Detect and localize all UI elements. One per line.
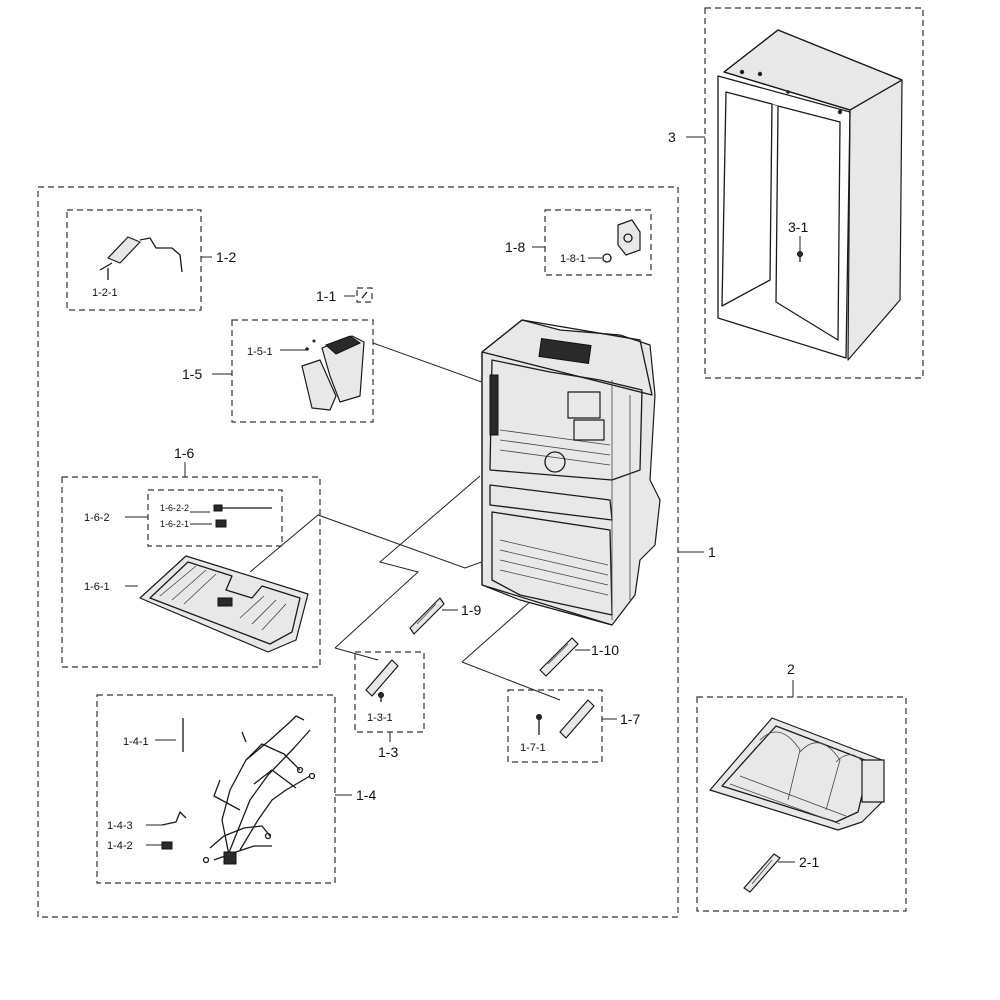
group-box-2 [696,696,907,912]
main-cabinet-part [481,319,661,626]
label-1-8: 1-8 [505,239,525,255]
group-box-3 [704,7,924,379]
part-3-outer-case [717,29,903,361]
label-1-8-1: 1-8-1 [560,253,586,265]
part-1-10-rail [539,637,579,677]
label-1-1: 1-1 [316,288,336,304]
part-1-8-bracket [602,219,641,263]
label-2: 2 [787,661,795,677]
label-1-6-2-1: 1-6-2-1 [160,519,189,529]
label-1-3: 1-3 [378,744,398,760]
label-1-10: 1-10 [591,642,619,658]
part-2-1-rail [743,853,781,893]
part-1-5-duct [301,335,365,411]
label-1-2: 1-2 [216,249,236,265]
label-1-9: 1-9 [461,602,481,618]
group-box-1-6 [61,476,321,668]
label-3: 3 [668,129,676,145]
part-1-3-rail [365,659,399,702]
label-1-3-1: 1-3-1 [367,712,393,724]
group-box-1-4 [96,694,336,884]
part-1-4-wire-harness [161,715,316,865]
part-1-2-sensor-cable [99,236,183,280]
label-2-1: 2-1 [799,854,819,870]
part-1-9-rail [409,597,445,635]
label-1-5-1: 1-5-1 [247,346,273,358]
group-box-1-6-2 [147,489,283,547]
part-1-6-2-wires [213,504,272,528]
part-3-1-screw [797,251,803,262]
label-1-4-2: 1-4-2 [107,840,133,852]
leader-lines [125,136,801,863]
part-1-1-screw [356,287,373,303]
label-1: 1 [708,544,716,560]
part-1-6-1-cover [139,555,309,653]
part-labels: 1 1-1 1-2 1-2-1 1-8 1-8-1 1-5 1-5-1 1-6 … [84,129,819,870]
label-1-7-1: 1-7-1 [520,742,546,754]
group-box-1-5 [231,319,374,423]
label-1-2-1: 1-2-1 [92,287,118,299]
group-box-1-8 [544,209,652,276]
label-1-7: 1-7 [620,711,640,727]
label-3-1: 3-1 [788,219,808,235]
part-2-lower-cover [709,717,885,831]
label-1-4-3: 1-4-3 [107,820,133,832]
label-1-6-2-2: 1-6-2-2 [160,503,189,513]
label-1-6-1: 1-6-1 [84,581,110,593]
group-box-1-2 [66,209,202,311]
label-1-6: 1-6 [174,445,194,461]
label-1-5: 1-5 [182,366,202,382]
label-1-4-1: 1-4-1 [123,736,149,748]
group-box-1-7 [507,689,603,763]
label-1-6-2: 1-6-2 [84,512,110,524]
part-1-7-rail [536,699,595,739]
label-1-4: 1-4 [356,787,376,803]
